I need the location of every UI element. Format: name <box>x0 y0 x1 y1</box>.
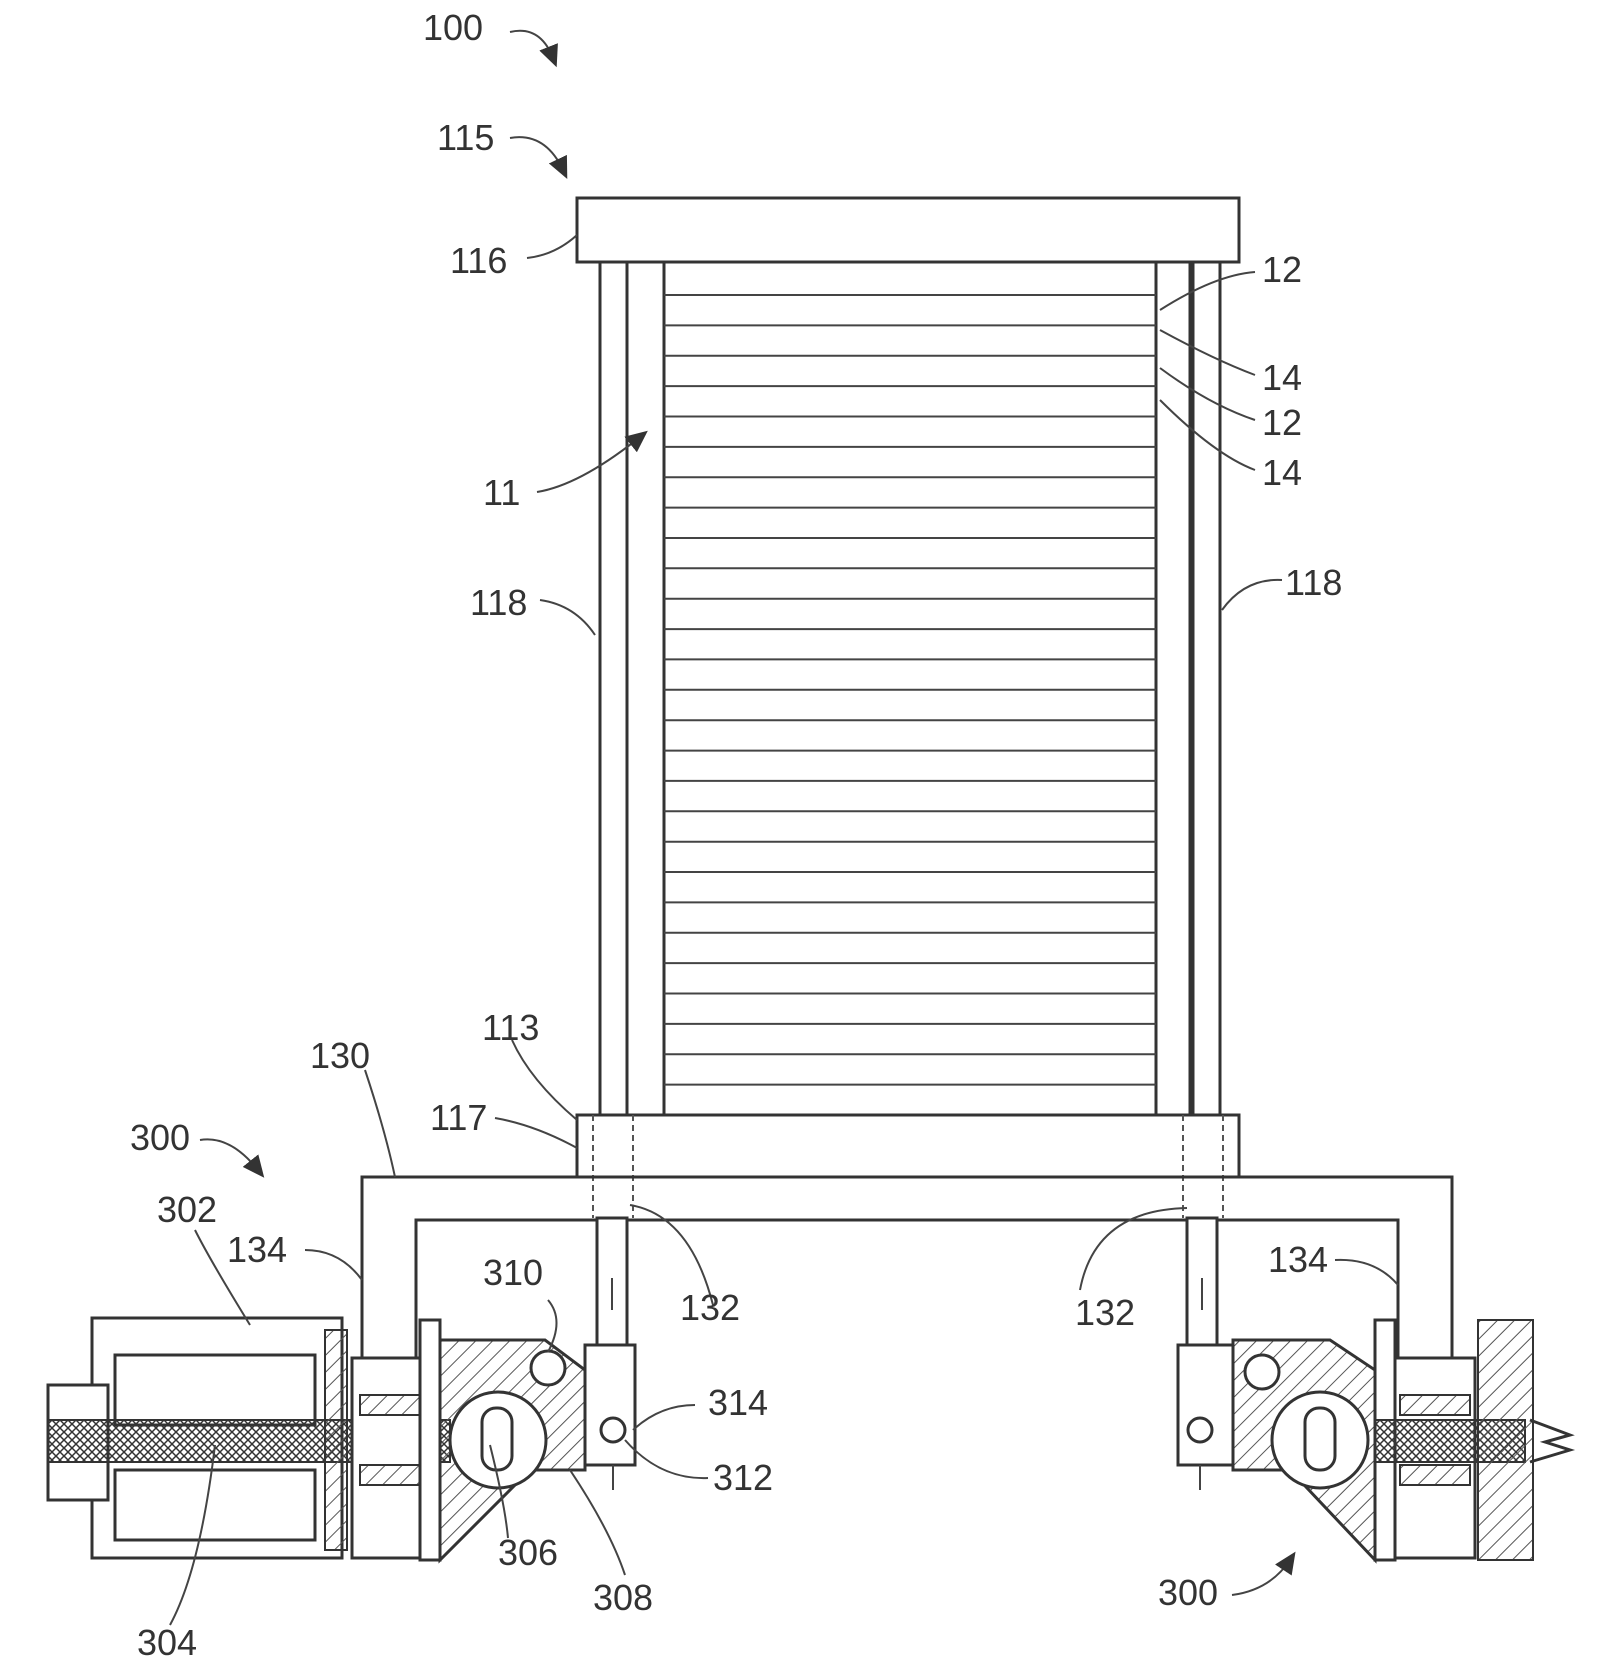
label-308: 308 <box>593 1577 653 1618</box>
actuator-left <box>48 1318 635 1560</box>
label-14-a: 14 <box>1262 357 1302 398</box>
pivot-pin-312 <box>601 1418 625 1442</box>
bottom-end-plate <box>577 1115 1239 1177</box>
label-116: 116 <box>450 240 507 281</box>
label-11: 11 <box>483 472 520 513</box>
label-130: 130 <box>310 1035 370 1076</box>
label-134-left: 134 <box>227 1229 287 1270</box>
label-118-right: 118 <box>1285 562 1342 603</box>
label-310: 310 <box>483 1252 543 1293</box>
label-115: 115 <box>437 117 494 158</box>
label-314: 314 <box>708 1382 768 1423</box>
pivot-pin-310 <box>531 1351 565 1385</box>
label-14-b: 14 <box>1262 452 1302 493</box>
plate-stack <box>664 295 1156 1085</box>
label-304: 304 <box>137 1622 197 1663</box>
top-end-plate <box>577 198 1239 262</box>
label-118-left: 118 <box>470 582 527 623</box>
label-300-left: 300 <box>130 1117 190 1158</box>
label-134-right: 134 <box>1268 1239 1328 1280</box>
label-306: 306 <box>498 1532 558 1573</box>
label-100: 100 <box>423 7 483 48</box>
label-300-right: 300 <box>1158 1572 1218 1613</box>
label-312: 312 <box>713 1457 773 1498</box>
label-132-right: 132 <box>1075 1292 1135 1333</box>
label-12-b: 12 <box>1262 402 1302 443</box>
actuator-right <box>1178 1320 1570 1560</box>
label-12-a: 12 <box>1262 249 1302 290</box>
label-117: 117 <box>430 1097 487 1138</box>
label-132-left: 132 <box>680 1287 740 1328</box>
label-113: 113 <box>482 1007 539 1048</box>
label-302: 302 <box>157 1189 217 1230</box>
